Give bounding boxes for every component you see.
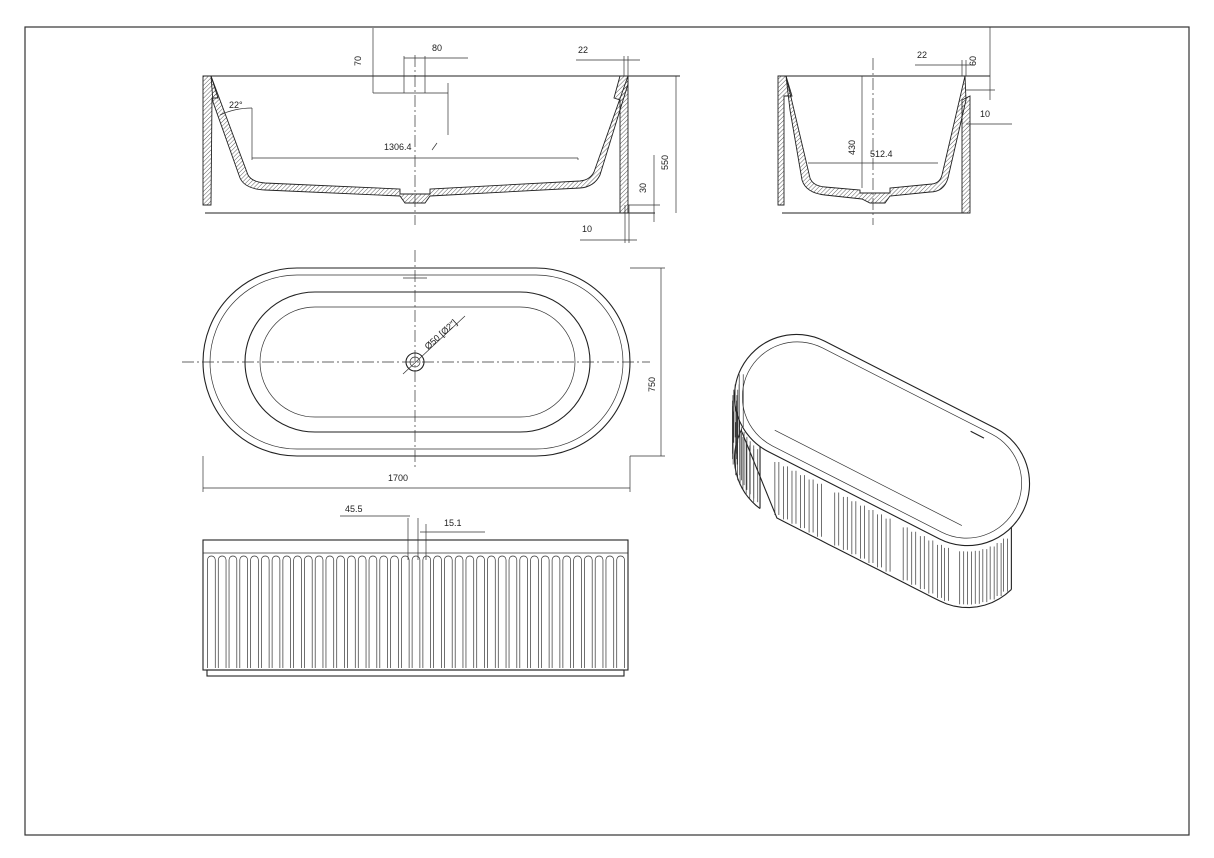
dim-angle-22: 22° [229,100,243,110]
flute [433,555,442,668]
dim-30: 30 [638,183,648,193]
flute [250,555,259,668]
side-section-view: 70 80 22 22° 1306.4 550 30 10 [202,28,680,243]
bowl-floor [259,306,576,418]
flute [594,555,604,668]
flute [573,555,582,668]
flute [239,555,248,668]
right-outer-wall [613,75,629,214]
right-end-wall [961,95,971,214]
flute [465,555,475,668]
flute [454,555,464,668]
flute [411,555,421,668]
flute [260,555,270,668]
iso-body [732,368,1012,609]
iso-base-outline [733,428,1012,609]
flute [357,555,367,668]
drain-icon [405,352,425,372]
flute [390,555,399,668]
dim-60: 60 [968,56,978,66]
dim-end-22: 22 [917,50,927,60]
sheet-border [24,26,1190,836]
dim-45-5: 45.5 [345,504,363,514]
flute [616,555,625,668]
flute [562,555,572,668]
dim-430: 430 [847,140,857,155]
dim-15-1: 15.1 [444,518,462,528]
front-body [202,539,629,671]
flute [444,555,453,668]
dim-1306-4: 1306.4 [384,142,412,152]
flute [207,555,216,668]
flute [347,555,356,668]
end-section-view: 430 512.4 22 60 10 [777,27,1012,225]
flute [271,555,281,668]
dim-750: 750 [647,377,657,392]
flute [282,555,292,668]
flute [422,555,432,668]
flute [217,555,227,668]
flute [530,555,539,668]
dim-70: 70 [353,56,363,66]
front-flutes [207,555,625,668]
front-elevation-view: 45.5 15.1 [202,504,629,677]
flute [304,555,313,668]
flute [540,555,550,668]
basin-shell [210,75,629,204]
flute [325,555,335,668]
flute [584,555,593,668]
dim-550: 550 [660,155,670,170]
dim-22: 22 [578,45,588,55]
flute [551,555,561,668]
flute [314,555,324,668]
flute [379,555,388,668]
plan-view: Ø50 [Ø2"] 750 1700 [182,250,665,492]
flute [497,555,507,668]
flute [476,555,485,668]
front-plinth [206,669,625,677]
flute [336,555,345,668]
dim-80: 80 [432,43,442,53]
dim-end-10: 10 [980,109,990,119]
flute [400,555,410,668]
flute [228,555,238,668]
flute [519,555,528,668]
dim-512-4: 512.4 [870,149,893,159]
isometric-view [732,333,1031,609]
flute [293,555,302,668]
iso-overflow [970,430,985,439]
dim-drain: Ø50 [Ø2"] [423,317,459,351]
flute [605,555,615,668]
iso-rim [733,333,1031,547]
end-basin-shell [785,75,967,204]
dim-1700: 1700 [388,473,408,483]
flute [368,555,378,668]
dim-10: 10 [582,224,592,234]
flute [487,555,496,668]
flute [508,555,518,668]
